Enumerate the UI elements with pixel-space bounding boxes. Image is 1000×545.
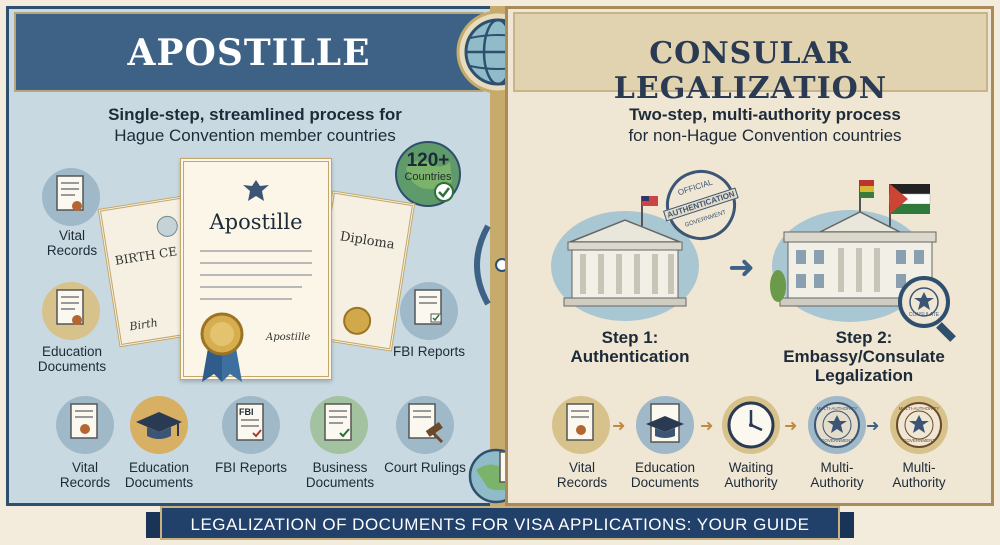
court-bottom-label: Court Rulings xyxy=(384,460,466,475)
education-right-icon-circle xyxy=(636,396,694,454)
consular-subtitle: Two-step, multi-authority process for no… xyxy=(580,104,950,146)
rosette-seal-icon xyxy=(200,312,244,382)
badge-number: 120+ xyxy=(406,150,450,171)
multi-authority-1-icon-circle: MULTI-AUTHORITY GOVERNMENT xyxy=(808,396,866,454)
center-divider xyxy=(490,6,508,506)
footer-banner: LEGALIZATION OF DOCUMENTS FOR VISA APPLI… xyxy=(160,506,840,540)
apostille-certificate: Apostille Apostille xyxy=(180,158,332,382)
vital-records-side-icon-circle xyxy=(42,168,100,226)
court-bottom-icon-circle xyxy=(396,396,454,454)
portrait-icon xyxy=(156,215,178,237)
government-seal-icon xyxy=(896,402,942,448)
step2-label: Step 2: Embassy/Consulate Legalization xyxy=(768,328,960,385)
arrow-icon: ➜ xyxy=(866,418,880,435)
diploma-text: Diploma xyxy=(338,229,396,253)
document-ribbon-icon xyxy=(566,403,594,441)
vital-records-side-label: Vital Records xyxy=(46,228,98,258)
birth-cert-signature: Birth xyxy=(128,316,159,334)
arrow-icon: ➜ xyxy=(700,418,714,435)
arrow-icon: ➜ xyxy=(784,418,798,435)
fbi-bottom-icon-circle: FBI xyxy=(222,396,280,454)
vital-records-right-icon-circle xyxy=(552,396,610,454)
fbi-side-label: FBI Reports xyxy=(392,344,466,359)
multi-authority-2-label: Multi-Authority xyxy=(892,460,946,490)
badge-ring-sub-2: GOVERNMENT xyxy=(902,438,936,443)
badge-ring-text: MULTI-AUTHORITY xyxy=(816,406,858,411)
multi-authority-1-label: Multi-Authority xyxy=(810,460,864,490)
birth-certificate: BIRTH CE Birth xyxy=(97,192,223,348)
consulate-seal: CONSULATE xyxy=(898,276,950,328)
document-ribbon-icon xyxy=(70,403,98,439)
consular-banner: CONSULAR LEGALIZATION xyxy=(513,12,988,106)
fbi-icon-text: FBI xyxy=(239,407,254,417)
vital-records-bottom-icon-circle xyxy=(56,396,114,454)
eagle-seal-icon xyxy=(909,287,939,317)
step2-line3: Legalization xyxy=(814,366,914,385)
education-right-label: Education Documents xyxy=(630,460,700,490)
checked-document-icon xyxy=(324,403,352,441)
checked-document-icon xyxy=(414,289,442,325)
apostille-subtitle: Single-step, streamlined process for Hag… xyxy=(60,104,450,146)
footer-title: LEGALIZATION OF DOCUMENTS FOR VISA APPLI… xyxy=(190,515,810,534)
clock-icon xyxy=(727,401,775,449)
badge-ring-sub: GOVERNMENT xyxy=(820,438,854,443)
badge-ring-text-2: MULTI-AUTHORITY xyxy=(898,406,940,411)
birth-cert-text: BIRTH CE xyxy=(113,244,178,268)
apostille-banner: APOSTILLE xyxy=(14,12,484,92)
consular-subtitle-line1: Two-step, multi-authority process xyxy=(629,105,901,124)
step2-line2: Embassy/Consulate xyxy=(783,347,945,366)
vital-records-right-label: Vital Records xyxy=(556,460,608,490)
graduation-cap-document-icon xyxy=(646,403,684,443)
waiting-right-label: Waiting Authority xyxy=(724,460,778,490)
government-seal-icon xyxy=(814,402,860,448)
certificate-title: Apostille xyxy=(209,210,303,234)
globe-badge-icon xyxy=(395,141,461,207)
multi-authority-2-icon-circle: MULTI-AUTHORITY GOVERNMENT xyxy=(890,396,948,454)
fbi-document-icon xyxy=(236,403,264,441)
education-side-icon-circle xyxy=(42,282,100,340)
apostille-title: APOSTILLE xyxy=(127,32,371,74)
waiting-right-icon-circle xyxy=(722,396,780,454)
education-bottom-label: Education Documents xyxy=(124,460,194,490)
graduation-cap-icon xyxy=(136,412,182,439)
business-bottom-label: Business Documents xyxy=(305,460,375,490)
eagle-emblem-icon xyxy=(243,180,269,201)
badge-text: Countries xyxy=(404,171,452,183)
certificate-signature: Apostille xyxy=(266,332,311,343)
document-ribbon-icon xyxy=(56,175,84,211)
vital-records-bottom-label: Vital Records xyxy=(59,460,111,490)
arrow-icon: ➜ xyxy=(612,418,626,435)
fbi-side-icon-circle xyxy=(400,282,458,340)
step1-line1: Step 1: xyxy=(601,328,659,347)
document-ribbon-icon xyxy=(56,289,84,325)
step1-line2: Authentication xyxy=(570,347,690,366)
step1-label: Step 1: Authentication xyxy=(560,328,700,366)
consular-subtitle-line2: for non-Hague Convention countries xyxy=(628,126,902,145)
consular-title: CONSULAR LEGALIZATION xyxy=(613,36,888,106)
embassy-building-icon xyxy=(770,180,940,322)
education-bottom-icon-circle xyxy=(130,396,188,454)
seal-text: CONSULATE xyxy=(908,312,940,318)
gavel-document-icon xyxy=(408,403,444,444)
countries-badge: 120+ Countries xyxy=(392,138,464,210)
business-bottom-icon-circle xyxy=(310,396,368,454)
apostille-subtitle-line1: Single-step, streamlined process for xyxy=(108,105,402,124)
education-side-label: Education Documents xyxy=(37,344,107,374)
step-arrow-icon: ➜ xyxy=(728,249,755,285)
gold-seal-icon xyxy=(343,306,372,335)
government-building-icon xyxy=(551,196,699,321)
step2-line1: Step 2: xyxy=(835,328,893,347)
diploma-certificate: Diploma xyxy=(308,190,416,352)
fbi-bottom-label: FBI Reports xyxy=(214,460,288,475)
apostille-subtitle-line2: Hague Convention member countries xyxy=(114,126,396,145)
